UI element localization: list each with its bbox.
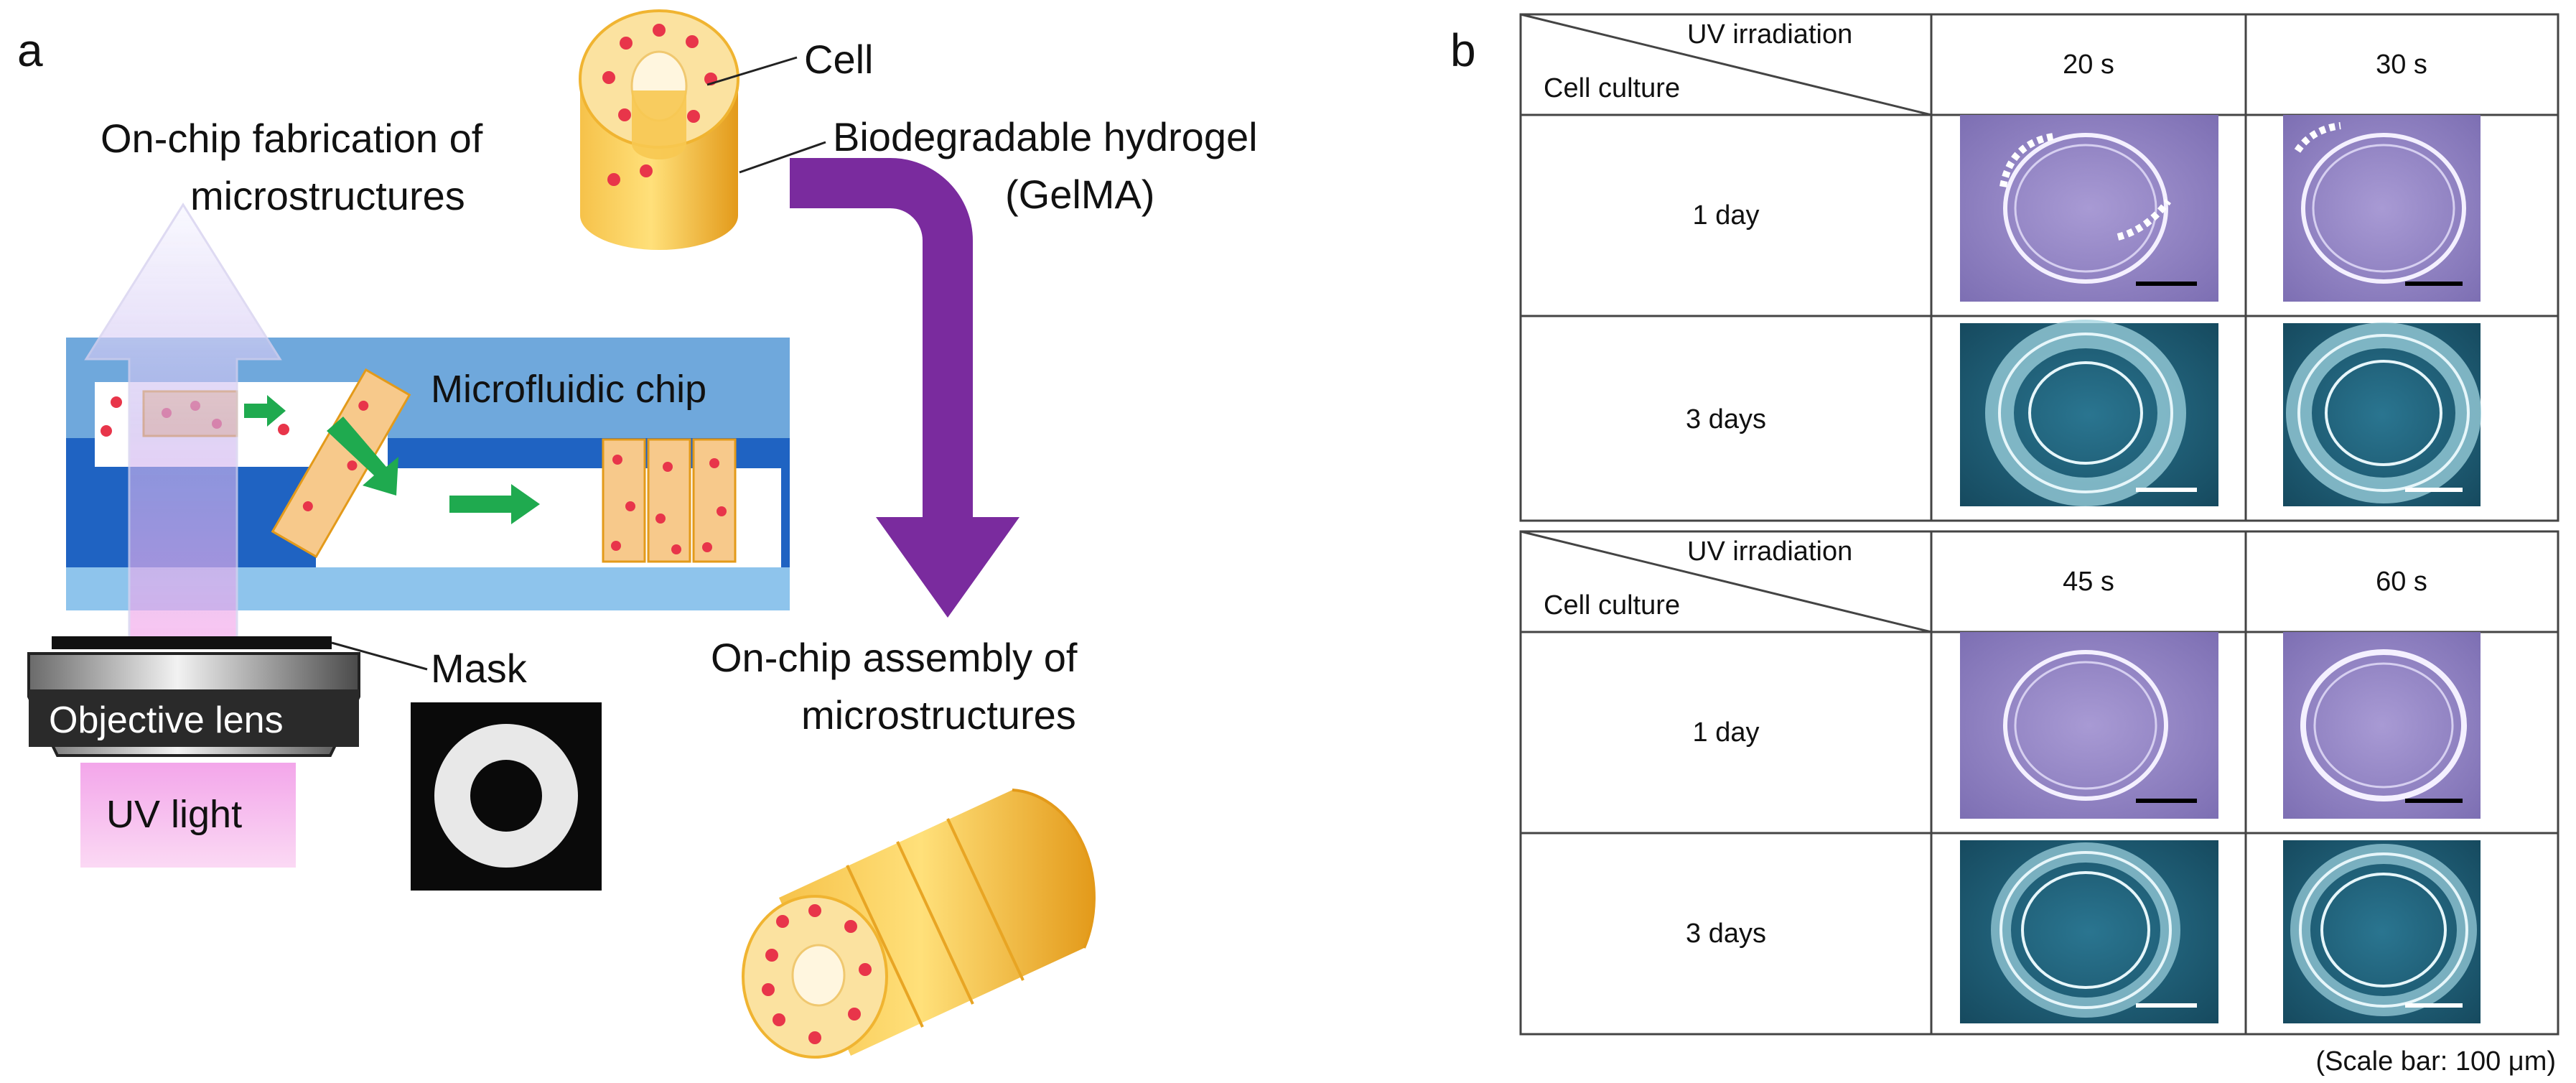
- assembled-microstructures: [602, 438, 737, 563]
- header-cell-culture: Cell culture: [1544, 590, 1680, 620]
- header-diagonal: [1520, 13, 1932, 116]
- cell-label: Cell: [804, 37, 873, 82]
- panel-b-letter: b: [1450, 24, 1476, 76]
- assembly-label-line1: On-chip assembly of: [711, 635, 1078, 680]
- micrograph-60s-1day: [2283, 632, 2481, 819]
- panel-a-letter: a: [17, 24, 43, 76]
- hydrogel-pointer: [739, 141, 826, 174]
- flow-arrow-icon: [244, 395, 540, 524]
- chip-label: Microfluidic chip: [431, 368, 706, 411]
- micrograph-60s-3days: [2283, 840, 2481, 1023]
- scale-bar-note: (Scale bar: 100 μm): [2316, 1046, 2556, 1077]
- header-uv-irradiation: UV irradiation: [1687, 19, 1852, 50]
- header-uv-irradiation: UV irradiation: [1687, 536, 1852, 567]
- row-header: 1 day: [1693, 717, 1760, 748]
- micrograph-20s-3days: [1960, 320, 2218, 506]
- header-cell-culture: Cell culture: [1544, 73, 1680, 103]
- row-header: 3 days: [1686, 404, 1766, 434]
- uv-light-label: UV light: [106, 793, 242, 836]
- hydrogel-label-line2: (GelMA): [1005, 172, 1154, 217]
- mask-image: [411, 702, 602, 891]
- micrograph-45s-1day: [1960, 632, 2218, 819]
- objective-label: Objective lens: [49, 699, 284, 741]
- row-header: 3 days: [1686, 919, 1766, 949]
- tilted-microstructure: [271, 368, 411, 559]
- hydrogel-ring: [579, 9, 739, 250]
- uv-beam-arrow: [84, 203, 282, 641]
- row-header: 1 day: [1693, 200, 1760, 231]
- mask-pointer: [331, 641, 428, 671]
- uv-light-box: [80, 763, 296, 868]
- micrograph-45s-3days: [1960, 840, 2218, 1023]
- panel-a: a: [17, 9, 1258, 1059]
- cell-dot: [101, 425, 112, 437]
- header-diagonal: [1520, 530, 1932, 633]
- fabrication-label-line1: On-chip fabrication of: [101, 116, 483, 161]
- mask-label: Mask: [431, 646, 528, 691]
- fabrication-label-line2: microstructures: [190, 173, 465, 218]
- assembled-hydrogel-tube: [742, 789, 1096, 1059]
- result-table-1: UV irradiation Cell culture 20 s 30 s 1 …: [1519, 13, 2559, 522]
- cell-dot: [111, 396, 122, 408]
- column-header: 45 s: [2063, 567, 2114, 597]
- objective-lens: Objective lens: [27, 652, 360, 757]
- column-header: 60 s: [2376, 567, 2427, 597]
- micrograph-30s-3days: [2283, 322, 2481, 506]
- micrograph-30s-1day: [2283, 115, 2481, 302]
- result-table-2: UV irradiation Cell culture 45 s 60 s 1 …: [1519, 530, 2559, 1036]
- column-header: 30 s: [2376, 50, 2427, 80]
- hydrogel-label-line1: Biodegradable hydrogel: [833, 114, 1258, 159]
- micrograph-20s-1day: [1960, 115, 2218, 302]
- column-header: 20 s: [2063, 50, 2114, 80]
- cell-dot: [278, 424, 289, 435]
- panel-b: b UV irradiation Cell culture 20 s 30 s …: [1450, 13, 2559, 1077]
- assembly-arrow-icon: [790, 158, 1019, 618]
- assembly-label-line2: microstructures: [801, 692, 1076, 738]
- mask-bar: [52, 636, 332, 649]
- cell-pointer: [706, 56, 798, 86]
- microfluidic-chip: Microfluidic chip: [66, 338, 790, 610]
